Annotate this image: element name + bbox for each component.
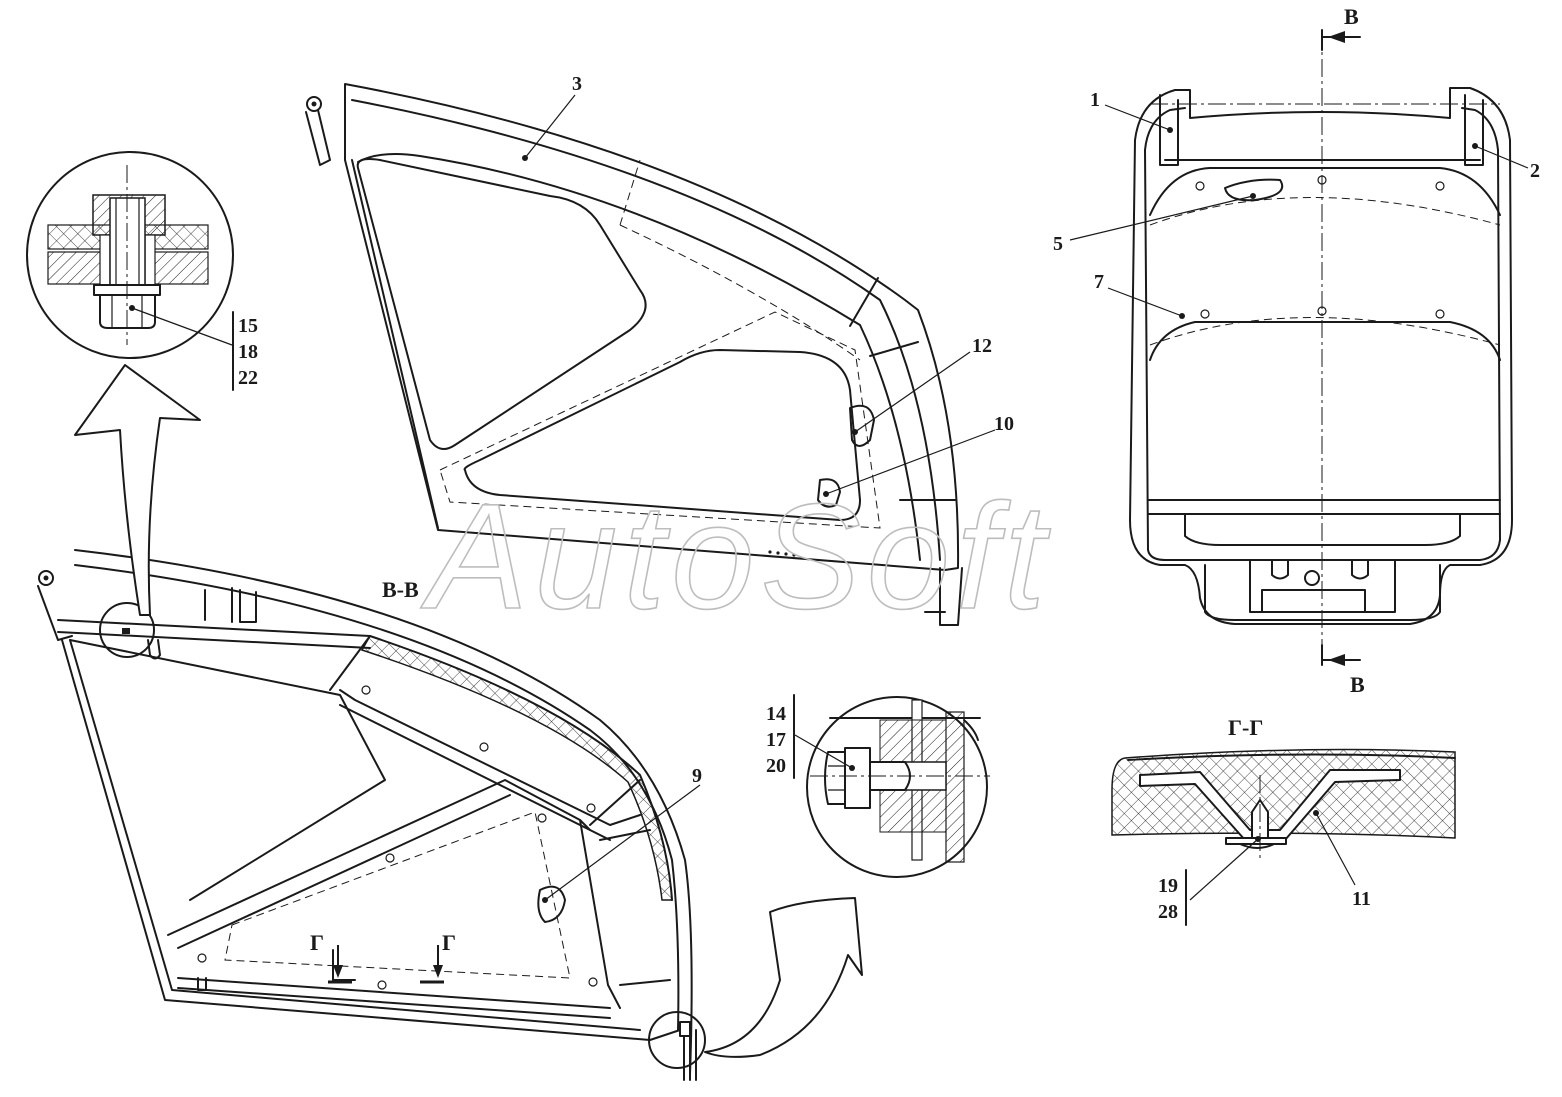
cut-label-g-left: Г bbox=[310, 930, 324, 955]
callout-11: 11 bbox=[1352, 888, 1371, 910]
detail-bolt-side bbox=[704, 696, 990, 1058]
callout-14: 14 bbox=[766, 703, 786, 725]
cut-label-b-bottom: В bbox=[1350, 672, 1365, 697]
cut-label-b-top: В bbox=[1344, 4, 1359, 29]
callout-15: 15 bbox=[238, 315, 258, 337]
leader-lines bbox=[522, 94, 1529, 903]
callout-18: 18 bbox=[238, 341, 258, 363]
front-view bbox=[1129, 29, 1513, 666]
section-b-view bbox=[37, 549, 706, 1081]
labels: 3 1 2 5 7 12 10 9 11 В-В Г-Г В В Г Г 15 … bbox=[232, 4, 1540, 955]
callout-2: 2 bbox=[1530, 160, 1540, 182]
detail-bolt-top bbox=[26, 151, 234, 616]
callout-7: 7 bbox=[1094, 271, 1104, 293]
section-g-view bbox=[1111, 748, 1456, 901]
callout-17: 17 bbox=[766, 729, 786, 751]
section-b-fastener-marks bbox=[197, 685, 598, 990]
callout-12: 12 bbox=[972, 335, 992, 357]
section-label-b: В-В bbox=[382, 577, 419, 602]
callout-22: 22 bbox=[238, 367, 258, 389]
side-view-upper bbox=[305, 83, 963, 626]
callout-28: 28 bbox=[1158, 901, 1178, 923]
front-view-fastener-marks bbox=[1195, 175, 1445, 319]
callout-9: 9 bbox=[692, 765, 702, 787]
watermark: AutoSoft bbox=[420, 472, 1051, 640]
cut-label-g-right: Г bbox=[442, 930, 456, 955]
callout-3: 3 bbox=[572, 73, 582, 95]
callout-20: 20 bbox=[766, 755, 786, 777]
callout-10: 10 bbox=[994, 413, 1014, 435]
callout-5: 5 bbox=[1053, 233, 1063, 255]
callout-1: 1 bbox=[1090, 89, 1100, 111]
callout-19: 19 bbox=[1158, 875, 1178, 897]
section-label-g: Г-Г bbox=[1228, 715, 1263, 740]
